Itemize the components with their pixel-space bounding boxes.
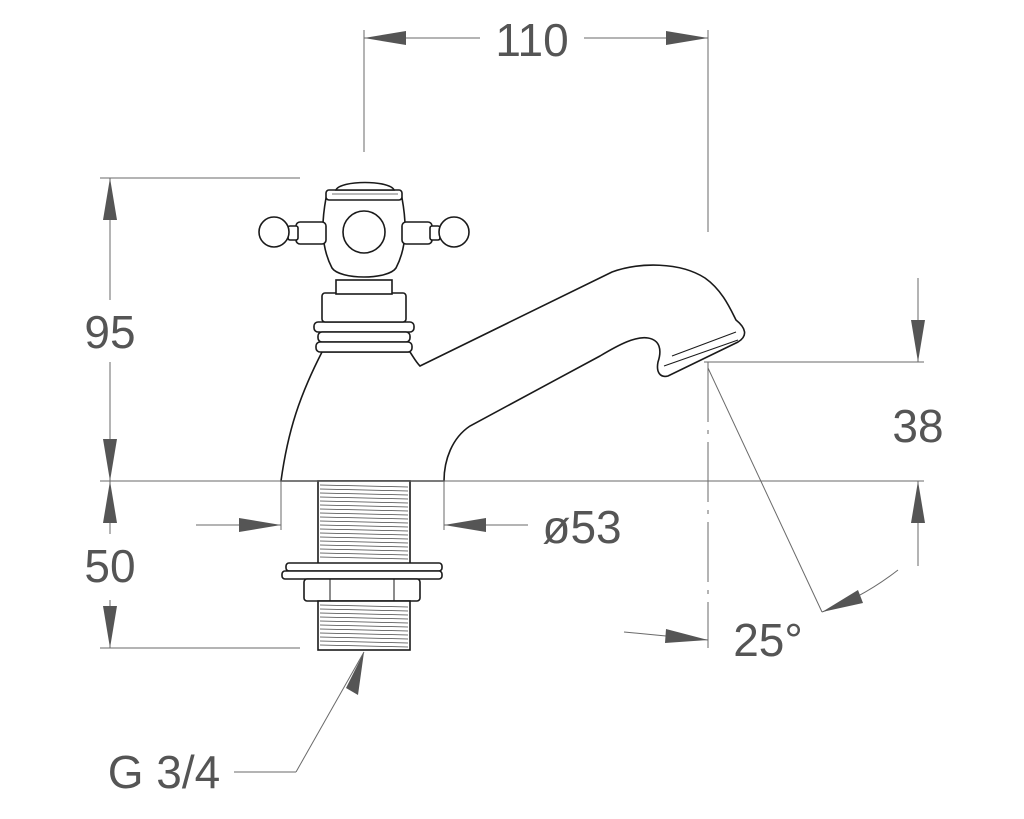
arrow-d53-right [444, 518, 486, 532]
spout-outlet-line [671, 331, 737, 357]
arrow-110-right [666, 31, 708, 45]
dim-base-diameter: ø53 [542, 501, 621, 553]
stem [335, 279, 393, 295]
left-cross-arm [258, 216, 327, 248]
thread-line [319, 636, 409, 640]
arrow-d53-left [239, 518, 281, 532]
center-ring [342, 210, 386, 254]
thread-line [319, 512, 409, 516]
collar-ring-1 [313, 321, 415, 333]
lower-threads [319, 604, 409, 648]
spout-outlet-line-2 [663, 339, 739, 367]
thread-line [319, 508, 409, 512]
arrow-95-bottom [103, 439, 117, 481]
thread-line [319, 516, 409, 520]
arrow-38-bottom [911, 481, 925, 523]
thread-line [319, 608, 409, 612]
thread-line [319, 528, 409, 532]
collar-ring-3 [315, 341, 413, 353]
thread-line [319, 644, 409, 648]
thread-line [319, 500, 409, 504]
arrow-50-bottom [103, 606, 117, 648]
thread-line [319, 604, 409, 608]
thread-line [319, 536, 409, 540]
dim-height-body: 95 [84, 306, 135, 358]
arrow-25-right [822, 590, 863, 612]
washer-top [285, 562, 443, 572]
thread-line [319, 504, 409, 508]
arrow-thread [346, 652, 364, 695]
headwork-top [334, 181, 396, 191]
thread-line [319, 612, 409, 616]
thread-line [319, 632, 409, 636]
thread-line [319, 520, 409, 524]
shank-threads [319, 484, 409, 560]
dimensions: 110 95 50 ø53 38 [84, 14, 943, 798]
thread-line [319, 532, 409, 536]
arrow-110-left [364, 31, 406, 45]
thread-line [319, 484, 409, 488]
thread-line [319, 496, 409, 500]
dim-width-top: 110 [495, 14, 568, 66]
thread-line [319, 616, 409, 620]
thread-line [319, 640, 409, 644]
arrow-25-left [665, 629, 708, 643]
thread-line [319, 624, 409, 628]
back-nut [303, 578, 421, 602]
dim-height-shank: 50 [84, 540, 135, 592]
headwork-cap [325, 189, 403, 201]
dim-spout-angle: 25° [733, 614, 803, 666]
thread-line [319, 628, 409, 632]
thread-line [319, 556, 409, 560]
arrow-95-top [103, 178, 117, 220]
arrow-38-top [911, 320, 925, 362]
thread-line [319, 548, 409, 552]
thread-line [319, 540, 409, 544]
thread-line [319, 544, 409, 548]
dim-thread: G 3/4 [108, 746, 221, 798]
thread-line [319, 492, 409, 496]
thread-line [319, 488, 409, 492]
arrow-50-top [103, 481, 117, 523]
thread-line [319, 620, 409, 624]
collar-ring-2 [317, 331, 411, 343]
dim-spout-height: 38 [892, 400, 943, 452]
tap-outline [258, 181, 746, 651]
right-cross-arm [401, 216, 470, 248]
thread-line [319, 552, 409, 556]
washer-bottom [281, 570, 443, 580]
collar-neck [321, 292, 407, 323]
tap-body [280, 264, 746, 482]
thread-line [319, 524, 409, 528]
